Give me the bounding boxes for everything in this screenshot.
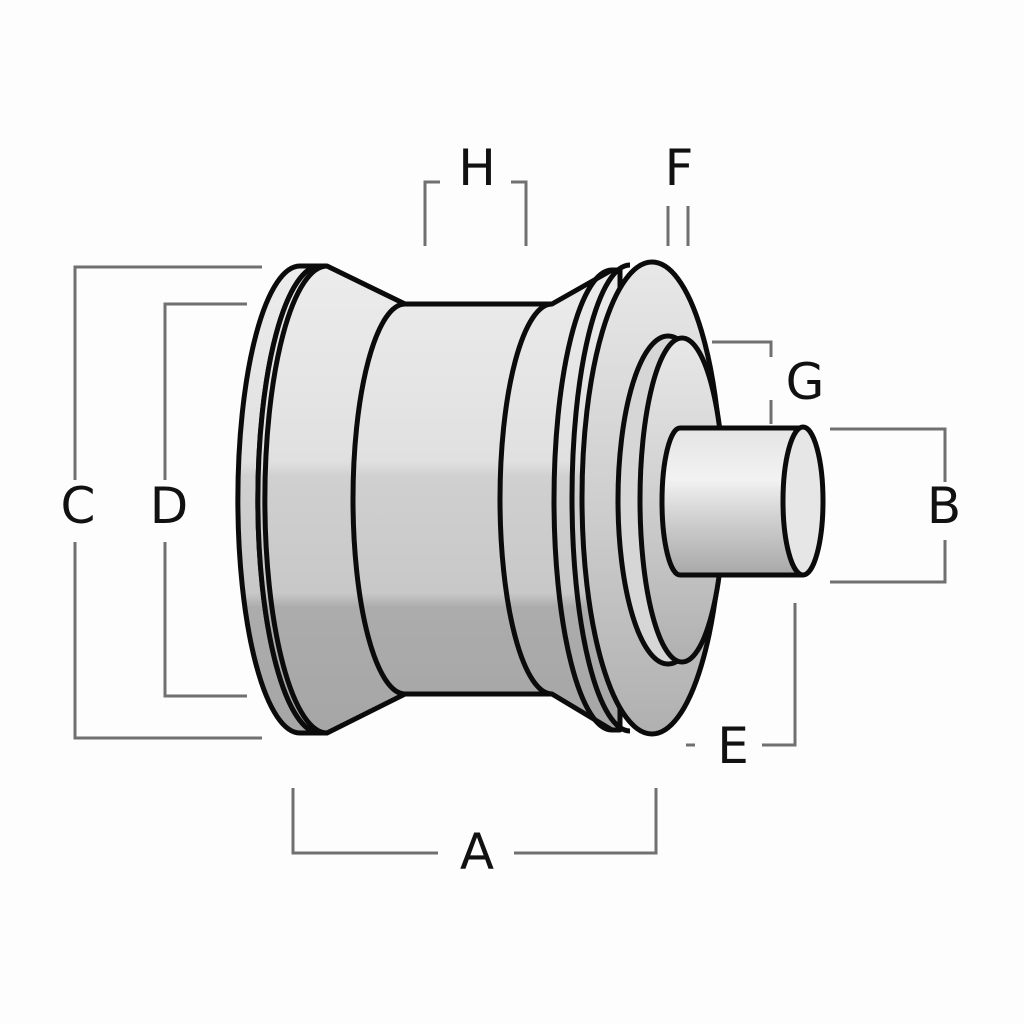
- dimension-h-left: [423, 180, 440, 246]
- dimension-lines: [73, 180, 947, 855]
- drum-right-edge: [497, 301, 553, 697]
- right-flange-ring-1: [551, 267, 613, 733]
- dimension-b-upper: [830, 427, 947, 482]
- dimension-c-upper: [73, 265, 262, 480]
- left-flange-inner-edge: [262, 263, 328, 736]
- right-flange-ring-2: [569, 262, 631, 734]
- dimension-c-lower: [73, 542, 262, 740]
- dimension-g-top: [712, 340, 773, 357]
- label-e: E: [717, 717, 749, 775]
- dimension-d-lower: [163, 542, 247, 698]
- label-a: A: [460, 823, 494, 881]
- label-f: F: [665, 139, 694, 197]
- label-d: D: [150, 477, 189, 535]
- label-h: H: [458, 139, 496, 197]
- roller-part: [235, 259, 826, 737]
- dimension-b-lower: [830, 540, 947, 584]
- roller-body: [255, 263, 623, 736]
- shaft-end-face: [780, 424, 826, 578]
- dimension-a-right: [514, 788, 658, 855]
- dimension-labels: H F G C D B E A: [61, 139, 962, 881]
- label-b: B: [927, 477, 961, 535]
- label-c: C: [61, 477, 96, 535]
- label-g: G: [786, 353, 825, 411]
- dimension-d-upper: [163, 302, 247, 480]
- shaft: [659, 425, 806, 578]
- drum-left-edge: [350, 301, 406, 697]
- dimension-e-right: [762, 603, 797, 747]
- dimension-h-right: [511, 180, 528, 246]
- dimension-a-left: [291, 788, 438, 855]
